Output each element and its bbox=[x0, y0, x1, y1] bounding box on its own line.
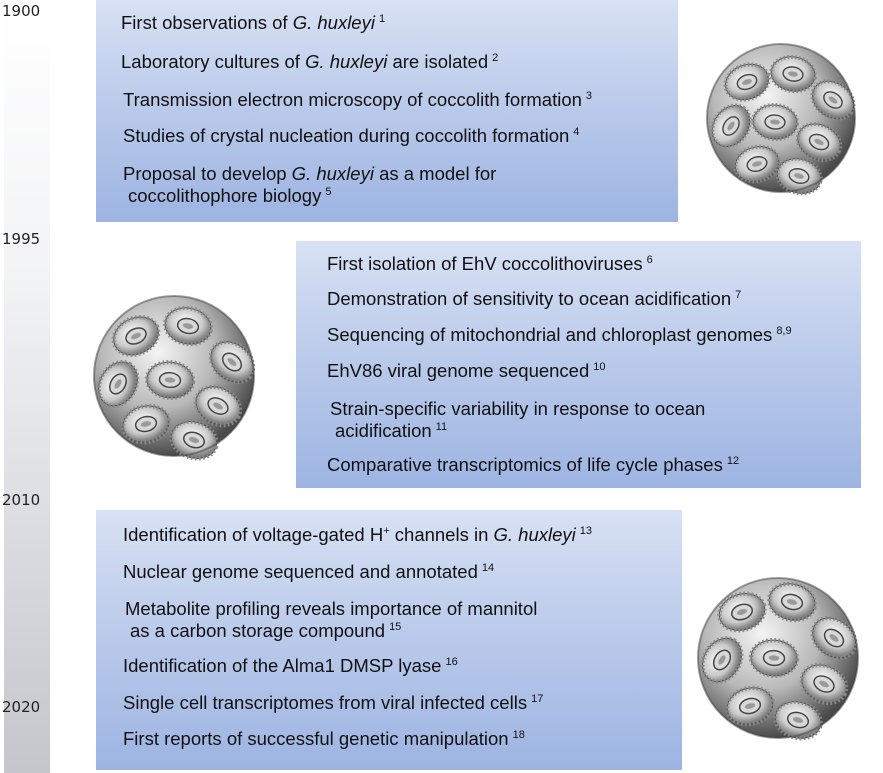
milestone-4: Studies of crystal nucleation during coc… bbox=[123, 125, 580, 146]
milestone-13: Identification of voltage-gated H+ chann… bbox=[123, 524, 593, 545]
milestone-15: Metabolite profiling reveals importance … bbox=[125, 598, 538, 641]
milestone-18: First reports of successful genetic mani… bbox=[123, 728, 525, 749]
milestone-11: Strain-specific variability in response … bbox=[330, 398, 706, 441]
milestone-17: Single cell transcriptomes from viral in… bbox=[123, 692, 544, 713]
year-label-2010: 2010 bbox=[2, 491, 41, 509]
year-label-1900: 1900 bbox=[2, 2, 41, 20]
milestone-5: Proposal to develop G. huxleyi as a mode… bbox=[123, 163, 497, 206]
period-2-box bbox=[296, 241, 861, 488]
milestone-2: Laboratory cultures of G. huxleyi are is… bbox=[121, 51, 499, 72]
coccolithophore-image-1 bbox=[702, 43, 863, 198]
year-label-2020: 2020 bbox=[2, 698, 41, 716]
timeline-axis bbox=[4, 8, 50, 773]
milestone-8-9: Sequencing of mitochondrial and chloropl… bbox=[327, 324, 792, 345]
milestone-7: Demonstration of sensitivity to ocean ac… bbox=[327, 288, 742, 309]
period-3-box bbox=[96, 510, 682, 770]
milestone-3: Transmission electron microscopy of cocc… bbox=[123, 89, 593, 110]
milestone-6: First isolation of EhV coccolithoviruses… bbox=[327, 253, 653, 274]
year-label-1995: 1995 bbox=[2, 230, 41, 248]
coccolithophore-image-3 bbox=[688, 568, 868, 746]
milestone-12: Comparative transcriptomics of life cycl… bbox=[327, 454, 740, 475]
period-1-box bbox=[96, 0, 678, 222]
coccolithophore-image-2 bbox=[84, 295, 266, 464]
